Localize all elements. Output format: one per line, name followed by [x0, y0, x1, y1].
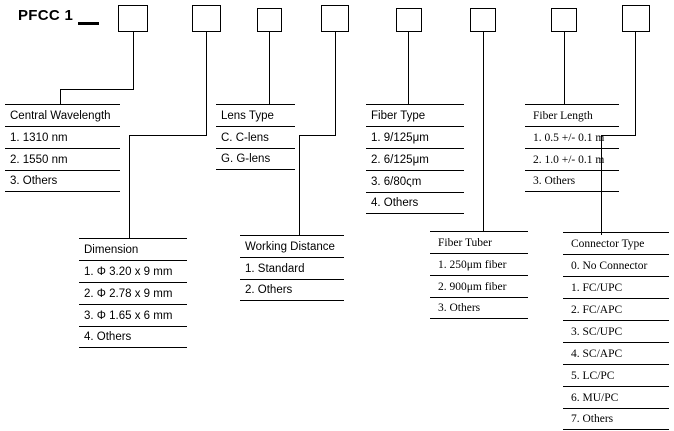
- leader-line-fiber-length-drop: [564, 32, 565, 105]
- block-connector-type: Connector Type 0. No Connector 1. FC/UPC…: [563, 232, 669, 430]
- block-header: Lens Type: [216, 104, 295, 126]
- code-box-connector-type[interactable]: [622, 5, 650, 32]
- code-box-working-distance[interactable]: [321, 5, 349, 32]
- option-row[interactable]: 3. Others: [5, 170, 120, 192]
- code-box-fiber-tuber[interactable]: [470, 8, 496, 32]
- code-box-lens-type[interactable]: [257, 8, 282, 32]
- option-row[interactable]: 2. 1550 nm: [5, 148, 120, 170]
- leader-line-dimension-drop: [206, 32, 207, 136]
- page-title: PFCC 1: [18, 7, 74, 24]
- option-row[interactable]: 1. FC/UPC: [563, 276, 669, 298]
- option-row[interactable]: 2. Others: [240, 279, 344, 301]
- block-header: Fiber Length: [525, 104, 619, 126]
- leader-line-connector-type-stem: [601, 135, 602, 235]
- option-row[interactable]: 2. FC/APC: [563, 298, 669, 320]
- block-dimension: Dimension 1. Φ 3.20 x 9 mm 2. Φ 2.78 x 9…: [79, 238, 187, 348]
- option-row[interactable]: 2. 900μm fiber: [430, 275, 528, 297]
- option-row[interactable]: 2. Φ 2.78 x 9 mm: [79, 282, 187, 304]
- leader-line-fiber-type-drop: [408, 32, 409, 105]
- block-header: Central Wavelength: [5, 104, 120, 126]
- option-row[interactable]: G. G-lens: [216, 148, 295, 170]
- code-box-fiber-length[interactable]: [551, 8, 577, 32]
- leader-line-central-wavelength-stem: [60, 89, 61, 105]
- leader-line-fiber-tuber-drop: [483, 32, 484, 232]
- option-row[interactable]: 1. 250μm fiber: [430, 253, 528, 275]
- option-row[interactable]: 4. Others: [366, 192, 464, 214]
- code-box-fiber-type[interactable]: [396, 8, 422, 32]
- leader-line-central-wavelength-elbow: [60, 89, 134, 90]
- option-row[interactable]: C. C-lens: [216, 126, 295, 148]
- block-header: Connector Type: [563, 232, 669, 254]
- leader-line-dimension-elbow: [129, 135, 207, 136]
- option-row[interactable]: 2. 1.0 +/- 0.1 m: [525, 148, 619, 170]
- leader-line-connector-type-drop: [635, 32, 636, 136]
- block-fiber-length: Fiber Length 1. 0.5 +/- 0.1 m 2. 1.0 +/-…: [525, 104, 619, 192]
- option-row[interactable]: 1. Φ 3.20 x 9 mm: [79, 260, 187, 282]
- option-row[interactable]: 3. Others: [525, 170, 619, 192]
- option-row[interactable]: 1. 9/125μm: [366, 126, 464, 148]
- option-row[interactable]: 2. 6/125μm: [366, 148, 464, 170]
- block-header: Fiber Type: [366, 104, 464, 126]
- leader-line-lens-type-drop: [269, 32, 270, 105]
- option-row[interactable]: 7. Others: [563, 408, 669, 430]
- leader-line-working-distance-drop: [335, 32, 336, 136]
- block-fiber-tuber: Fiber Tuber 1. 250μm fiber 2. 900μm fibe…: [430, 231, 528, 319]
- option-row[interactable]: 3. 6/80ςm: [366, 170, 464, 192]
- option-row[interactable]: 4. Others: [79, 326, 187, 348]
- option-row[interactable]: 3. SC/UPC: [563, 320, 669, 342]
- block-header: Working Distance: [240, 235, 344, 257]
- block-header: Dimension: [79, 238, 187, 260]
- leader-line-dimension-stem: [129, 135, 130, 239]
- leader-line-connector-type-elbow: [601, 135, 636, 136]
- option-row[interactable]: 6. MU/PC: [563, 386, 669, 408]
- block-central-wavelength: Central Wavelength 1. 1310 nm 2. 1550 nm…: [5, 104, 120, 192]
- block-fiber-type: Fiber Type 1. 9/125μm 2. 6/125μm 3. 6/80…: [366, 104, 464, 214]
- option-row[interactable]: 5. LC/PC: [563, 364, 669, 386]
- code-box-dimension[interactable]: [192, 5, 221, 32]
- option-row[interactable]: 3. Φ 1.65 x 6 mm: [79, 304, 187, 326]
- leader-line-central-wavelength-drop: [133, 32, 134, 90]
- block-working-distance: Working Distance 1. Standard 2. Others: [240, 235, 344, 301]
- title-dash: [78, 22, 99, 25]
- option-row[interactable]: 1. Standard: [240, 257, 344, 279]
- code-box-central-wavelength[interactable]: [118, 5, 148, 32]
- option-row[interactable]: 3. Others: [430, 297, 528, 319]
- option-row[interactable]: 1. 0.5 +/- 0.1 m: [525, 126, 619, 148]
- leader-line-working-distance-elbow: [299, 135, 336, 136]
- block-header: Fiber Tuber: [430, 231, 528, 253]
- leader-line-working-distance-stem: [299, 135, 300, 236]
- option-row[interactable]: 1. 1310 nm: [5, 126, 120, 148]
- block-lens-type: Lens Type C. C-lens G. G-lens: [216, 104, 295, 170]
- option-row[interactable]: 0. No Connector: [563, 254, 669, 276]
- option-row[interactable]: 4. SC/APC: [563, 342, 669, 364]
